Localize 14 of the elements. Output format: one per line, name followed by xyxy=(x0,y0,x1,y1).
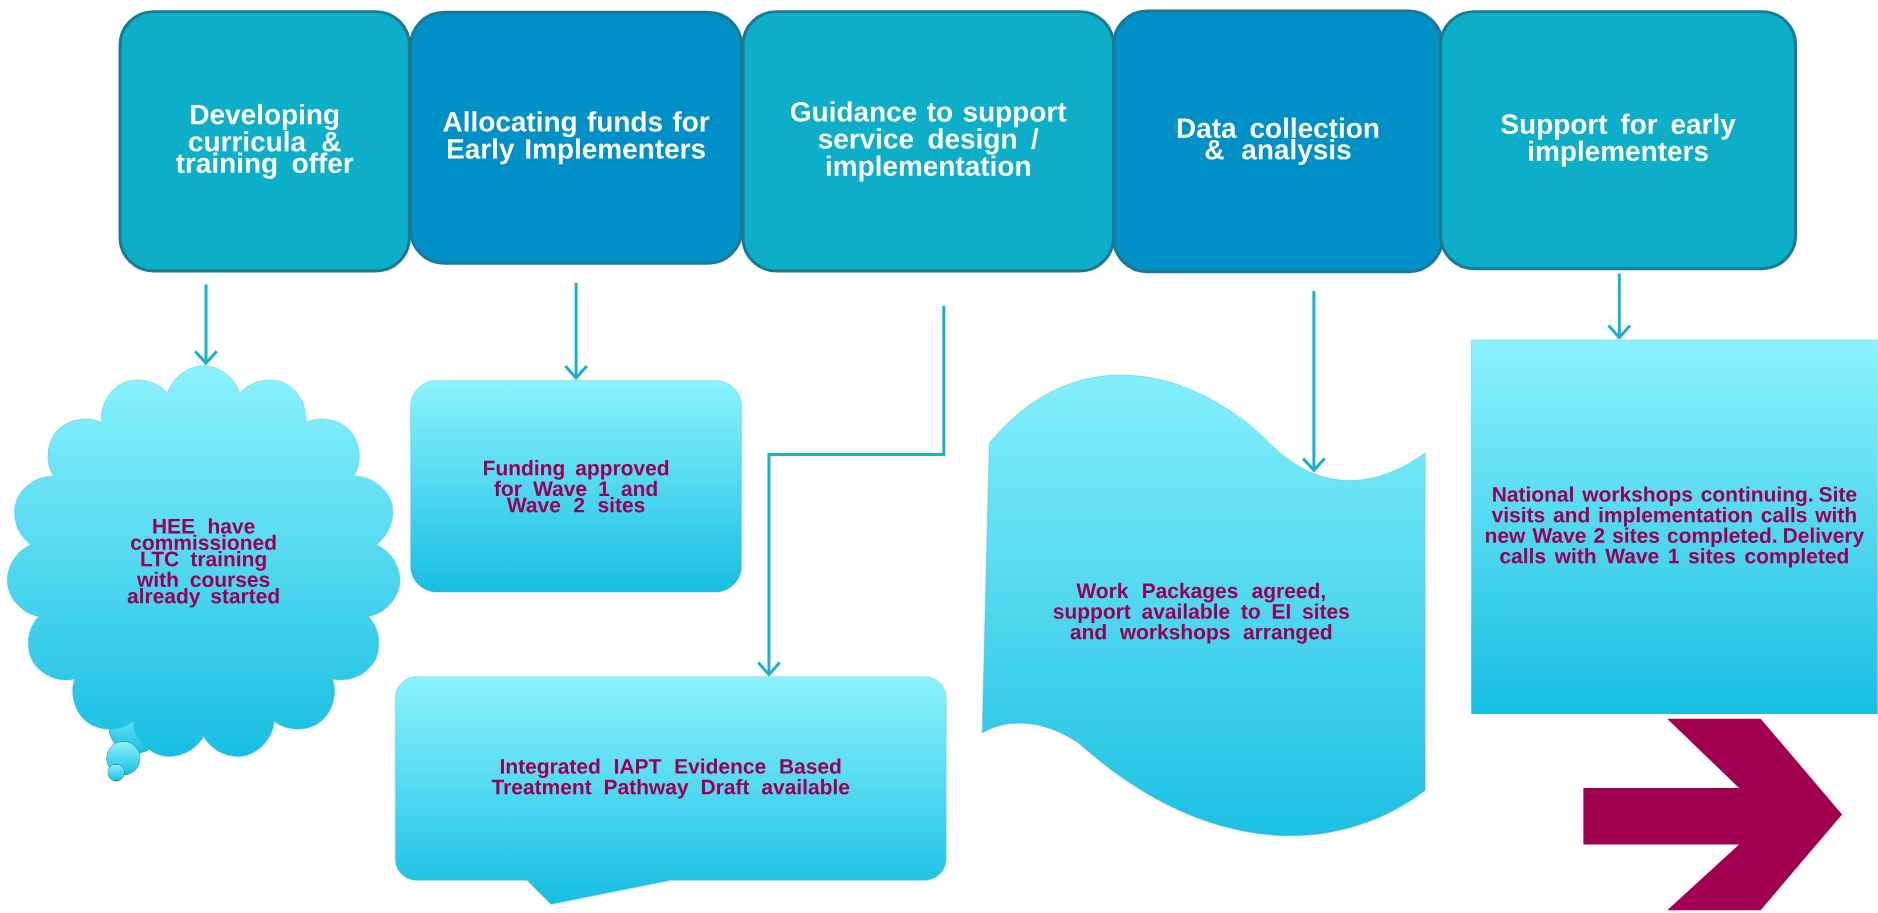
process-box: Support for early implementers xyxy=(1439,10,1798,271)
arrow xyxy=(564,282,588,381)
arrow xyxy=(1302,291,1326,473)
thought-cloud: HEE have commissioned LTC training with courses already started xyxy=(7,365,401,782)
result-box: Funding approved for Wave 1 and Wave 2 sites xyxy=(410,380,742,593)
callout-box: Integrated IAPT Evidence Based Treatment Pathway Draft available xyxy=(395,676,947,905)
process-box: Guidance to support service design / implementation xyxy=(741,10,1115,273)
arrow xyxy=(1607,273,1632,340)
result-box: National workshops continuing. Site visits and implementation calls with new Wave 2 sites completed. Delivery calls with Wave 1 sites completed xyxy=(1471,339,1878,715)
process-box: Data collection & analysis xyxy=(1112,9,1444,274)
arrow xyxy=(757,305,946,677)
process-box: Developing curricula & training offer xyxy=(118,10,411,273)
arrow xyxy=(194,284,218,366)
process-box: Allocating funds for Early Implementers xyxy=(409,10,744,265)
